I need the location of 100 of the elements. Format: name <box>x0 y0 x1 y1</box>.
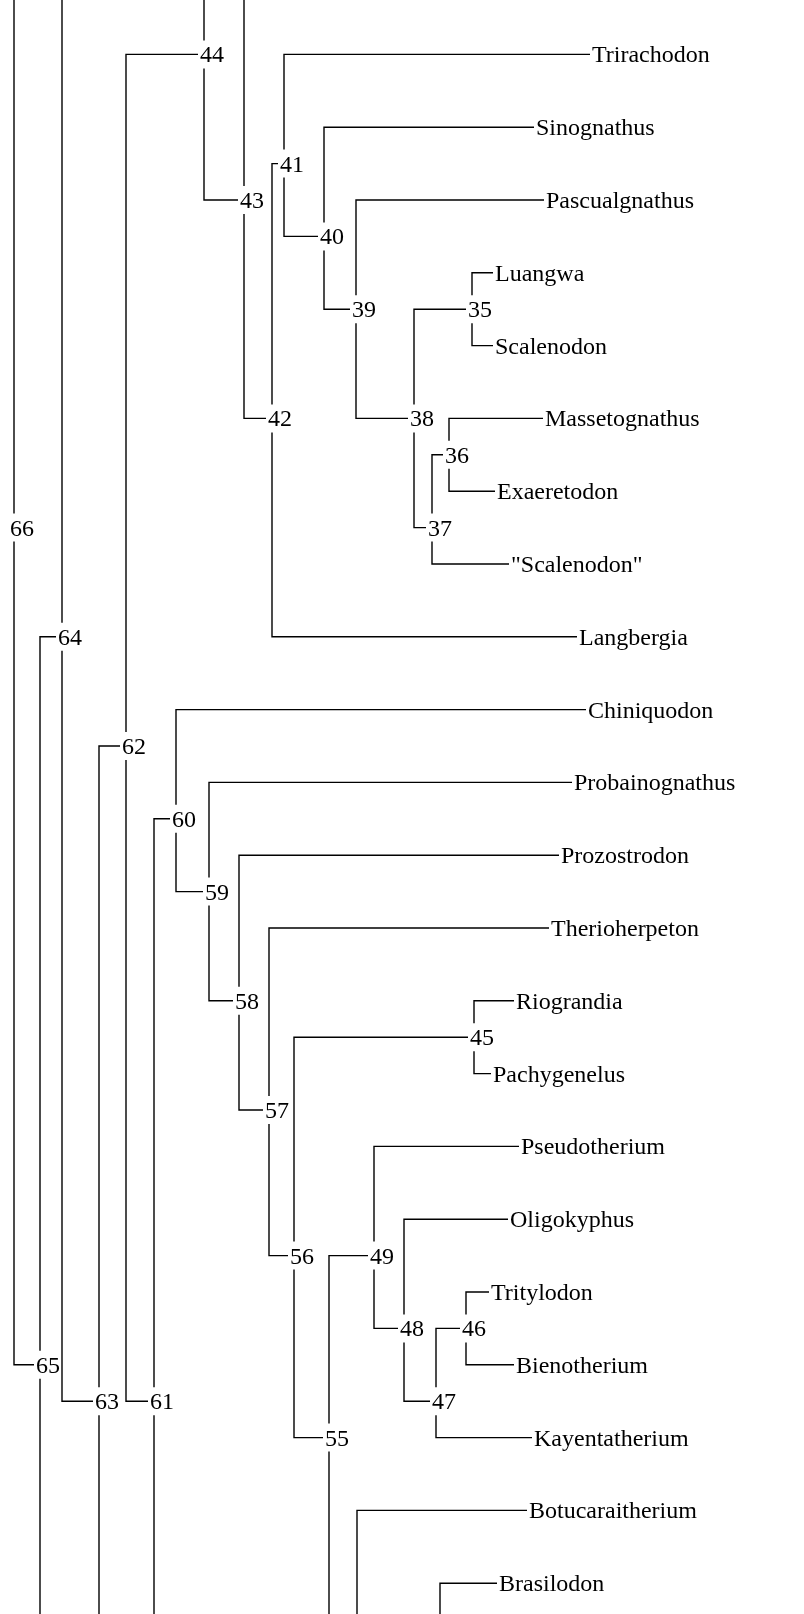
branch-line <box>403 1341 431 1402</box>
branch-line <box>473 1000 515 1024</box>
taxon-name: Prozostrodon <box>561 841 689 870</box>
clade-number: 40 <box>320 222 344 251</box>
branch-line <box>293 1268 324 1439</box>
clade-number: 66 <box>10 513 34 542</box>
branch-line <box>355 322 409 420</box>
taxon-name: Botucaraitherium <box>529 1496 697 1525</box>
branch-line <box>39 1378 41 1614</box>
clade-number: 49 <box>370 1241 394 1270</box>
branch-line <box>61 0 63 624</box>
branch-line <box>356 1509 528 1614</box>
branch-line <box>355 199 545 296</box>
branch-line <box>283 176 319 238</box>
branch-line <box>465 1291 490 1316</box>
branch-line <box>13 0 15 515</box>
clade-number: 60 <box>172 804 196 833</box>
branch-line <box>268 927 550 1097</box>
branch-line <box>448 417 544 442</box>
taxon-name: Chiniquodon <box>588 695 714 724</box>
branch-line <box>435 1327 461 1388</box>
taxon-name: Brasilodon <box>499 1569 605 1598</box>
branch-line <box>39 636 57 1352</box>
branch-line <box>465 1341 515 1366</box>
branch-line <box>431 454 444 515</box>
clade-number: 45 <box>470 1023 494 1052</box>
taxon-name: Pachygenelus <box>493 1059 625 1088</box>
branch-line <box>243 0 245 187</box>
branch-line <box>153 1414 155 1614</box>
clade-number: 55 <box>325 1423 349 1452</box>
branch-line <box>268 1123 289 1257</box>
clade-number: 42 <box>268 404 292 433</box>
taxon-name: Luangwa <box>495 258 585 287</box>
branch-line <box>323 249 351 310</box>
clade-number: 41 <box>280 149 304 178</box>
taxon-name: Bienotherium <box>516 1350 648 1379</box>
taxon-name: "Scalenodon" <box>511 550 643 578</box>
taxon-name: Exaeretodon <box>497 477 619 506</box>
branch-line <box>203 67 239 201</box>
branch-line <box>238 854 560 988</box>
taxon-name: Langbergia <box>579 622 688 651</box>
branch-line <box>471 322 494 347</box>
clade-number: 56 <box>290 1241 314 1270</box>
taxon-name: Trirachodon <box>592 40 710 69</box>
clade-number: 65 <box>36 1350 60 1379</box>
branch-line <box>328 1254 369 1425</box>
clade-number: 39 <box>352 295 376 324</box>
taxon-name: Scalenodon <box>495 331 607 360</box>
branch-line <box>435 1414 533 1439</box>
branch-line <box>373 1145 520 1243</box>
branch-line <box>208 904 234 1002</box>
clade-number: 38 <box>410 404 434 433</box>
clade-number: 62 <box>122 732 146 760</box>
clade-number: 43 <box>240 186 264 214</box>
taxon-name: Riograndia <box>516 986 623 1015</box>
branch-line <box>208 781 573 879</box>
branch-line <box>175 832 204 893</box>
taxon-name: Pseudotherium <box>521 1132 665 1161</box>
clade-number: 36 <box>445 440 469 469</box>
branch-line <box>283 53 591 151</box>
clade-number: 48 <box>400 1314 424 1343</box>
branch-line <box>473 1050 492 1075</box>
taxon-name: Tritylodon <box>491 1278 593 1306</box>
branch-line <box>413 308 467 406</box>
clade-number: 46 <box>462 1314 486 1343</box>
clade-number: 47 <box>432 1387 456 1416</box>
branch-line <box>431 540 510 565</box>
branch-line <box>413 431 427 529</box>
clade-number: 57 <box>265 1096 289 1124</box>
branch-line <box>61 650 94 1402</box>
branch-line <box>98 1414 100 1614</box>
branch-line <box>373 1268 399 1330</box>
branch-line <box>471 272 494 296</box>
taxon-name: Pascualgnathus <box>546 186 694 214</box>
taxon-name: Kayentatherium <box>534 1423 689 1452</box>
branch-line <box>271 162 279 406</box>
branch-line <box>238 1014 264 1111</box>
clade-number: 63 <box>95 1387 119 1416</box>
taxon-name: Massetognathus <box>545 404 700 433</box>
clade-number: 58 <box>235 986 259 1015</box>
branch-line <box>98 745 121 1388</box>
taxon-name: Oligokyphus <box>510 1205 634 1234</box>
branch-line <box>153 818 171 1388</box>
clade-number: 35 <box>468 295 492 324</box>
clade-number: 44 <box>200 40 224 69</box>
branch-line <box>13 540 35 1366</box>
clade-number: 37 <box>428 513 452 542</box>
branch-line <box>448 468 496 492</box>
branch-line <box>403 1218 509 1316</box>
branch-line <box>125 53 199 733</box>
branch-line <box>439 1582 498 1614</box>
clade-number: 61 <box>150 1387 174 1416</box>
taxon-name: Probainognathus <box>574 768 736 797</box>
taxon-name: Sinognathus <box>536 113 655 142</box>
branch-line <box>293 1036 469 1243</box>
branch-line <box>203 0 205 42</box>
branch-line <box>175 708 587 806</box>
taxon-name: Therioherpeton <box>551 914 699 942</box>
branch-line <box>243 213 267 420</box>
clade-number: 59 <box>205 877 229 906</box>
